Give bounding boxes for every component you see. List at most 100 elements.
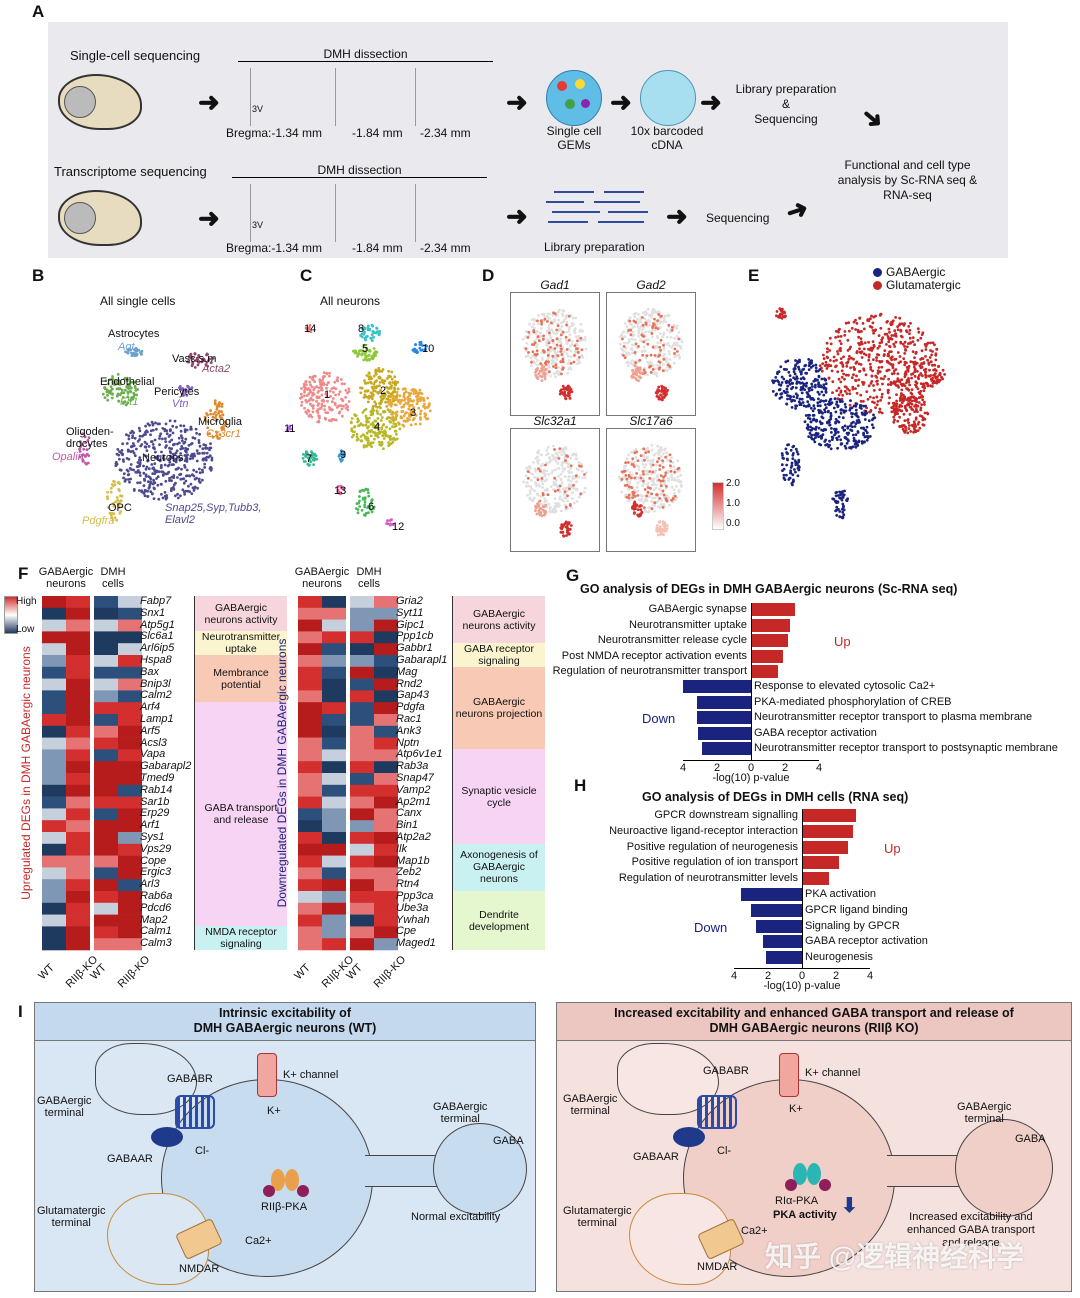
tsne-point (364, 414, 368, 418)
feature-point (651, 481, 655, 484)
tsne-point (789, 448, 793, 452)
tsne-point (352, 349, 355, 353)
tsne-point (919, 336, 923, 340)
feature-point (552, 480, 556, 484)
heatmap-cell (322, 666, 346, 679)
tsne-point (356, 508, 360, 511)
heatmap-cell (118, 855, 142, 868)
feature-point (661, 489, 665, 493)
feature-point (561, 467, 565, 470)
feature-plot (618, 307, 684, 402)
tsne-point (395, 432, 398, 436)
tsne-point (855, 351, 859, 354)
tsne-point (819, 422, 823, 426)
tsne-point (913, 343, 916, 347)
tsne-point (369, 508, 372, 511)
tsne-point (300, 395, 304, 399)
tsne-point (846, 426, 850, 430)
feature-point (550, 362, 554, 366)
tsne-point (159, 466, 163, 470)
tsne-point (384, 400, 387, 404)
feature-point (580, 470, 584, 473)
tsne-point (210, 458, 214, 462)
feature-point (560, 372, 563, 376)
tsne-point (899, 329, 903, 333)
tsne-point (168, 479, 171, 482)
tsne-point (834, 329, 838, 333)
tsne-point (846, 338, 850, 342)
tsne-point (364, 423, 368, 427)
tsne-point (138, 481, 142, 485)
tsne-point (797, 368, 801, 371)
go-bar-down (683, 680, 751, 693)
feature-point (644, 463, 648, 467)
cluster-label-neurons: Neurons (142, 452, 184, 464)
tsne-point (838, 348, 842, 351)
tsne-point (824, 403, 827, 406)
tsne-point (834, 494, 838, 498)
tsne-point (855, 414, 859, 418)
tsne-point (830, 401, 834, 405)
feature-point (671, 344, 675, 347)
tsne-point (156, 483, 160, 487)
feature-point (571, 316, 575, 320)
feature-point (646, 446, 649, 450)
feature-point (650, 329, 654, 332)
tsne-point (378, 381, 382, 384)
tsne-point (887, 401, 891, 405)
cluster-number-label: 12 (392, 521, 404, 533)
feature-point (540, 322, 543, 326)
feature-point (557, 457, 561, 460)
go-x-axis (683, 760, 819, 761)
tsne-point (181, 394, 185, 397)
feature-point (642, 506, 646, 510)
tsne-point (324, 392, 328, 396)
feature-point (646, 483, 649, 487)
tsne-point (419, 399, 422, 402)
feature-point (549, 485, 553, 488)
feature-point (576, 347, 579, 350)
heatmap-gene-label: Arl3 (140, 878, 160, 891)
tsne-point (184, 454, 188, 458)
tsne-point (811, 418, 815, 422)
feature-point (655, 524, 659, 527)
feature-point (643, 488, 647, 491)
feature-point (634, 342, 638, 346)
tsne-point (916, 338, 920, 342)
heatmap-cell (94, 891, 118, 904)
colorbar-tick: 1.0 (726, 498, 740, 509)
tsne-point (856, 431, 860, 434)
tsne-point (346, 391, 349, 395)
tsne-point (367, 327, 371, 331)
tsne-point (195, 459, 199, 463)
tsne-point (903, 404, 907, 408)
tsne-point (331, 397, 335, 400)
heatmap-cell (42, 761, 66, 774)
tsne-point (388, 427, 392, 431)
feature-point (673, 352, 676, 355)
feature-point (675, 353, 679, 357)
tsne-point (201, 468, 204, 472)
tsne-point (788, 382, 792, 386)
feature-point (574, 335, 578, 339)
tsne-point (826, 347, 829, 351)
feature-point (532, 322, 536, 326)
tsne-point (814, 428, 818, 431)
tsne-point (898, 415, 901, 419)
cluster-number-label: 11 (284, 423, 295, 435)
tsne-point (309, 391, 313, 394)
tsne-point (177, 436, 181, 440)
tsne-point (394, 415, 398, 419)
tsne-point (847, 373, 850, 377)
tsne-point (387, 394, 391, 398)
tsne-point (900, 401, 904, 404)
feature-point (560, 498, 564, 501)
tsne-point (816, 390, 820, 394)
tsne-point (130, 429, 134, 433)
feature-point (664, 455, 667, 459)
tsne-point (365, 445, 368, 448)
brain-slice-2 (335, 68, 408, 126)
tsne-point (853, 442, 857, 446)
tsne-point (858, 420, 861, 424)
tsne-point (338, 453, 342, 457)
